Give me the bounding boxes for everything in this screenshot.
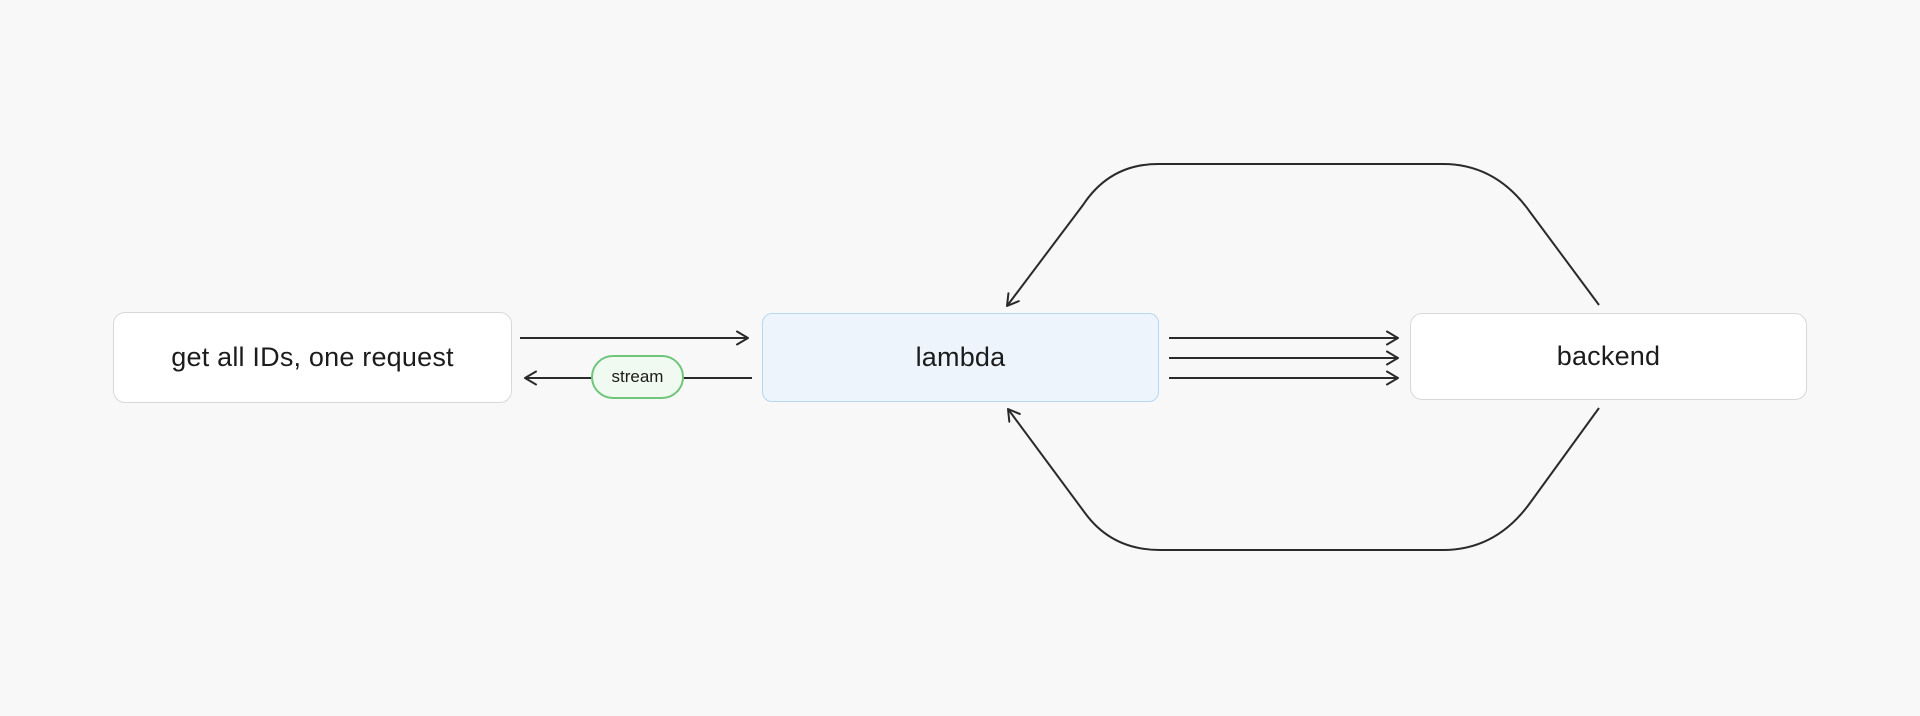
node-request[interactable]: get all IDs, one request xyxy=(113,312,512,403)
node-lambda-label: lambda xyxy=(915,342,1006,372)
node-backend-label: backend xyxy=(1556,341,1661,371)
arrow-backend-to-lambda-top xyxy=(1006,163,1600,307)
node-request-label: get all IDs, one request xyxy=(171,342,454,372)
node-lambda[interactable]: lambda xyxy=(762,313,1159,402)
node-backend[interactable]: backend xyxy=(1410,313,1807,400)
stream-badge[interactable]: stream xyxy=(591,355,684,399)
arrow-backend-to-lambda-bottom xyxy=(1007,407,1600,551)
stream-badge-label: stream xyxy=(611,367,664,386)
